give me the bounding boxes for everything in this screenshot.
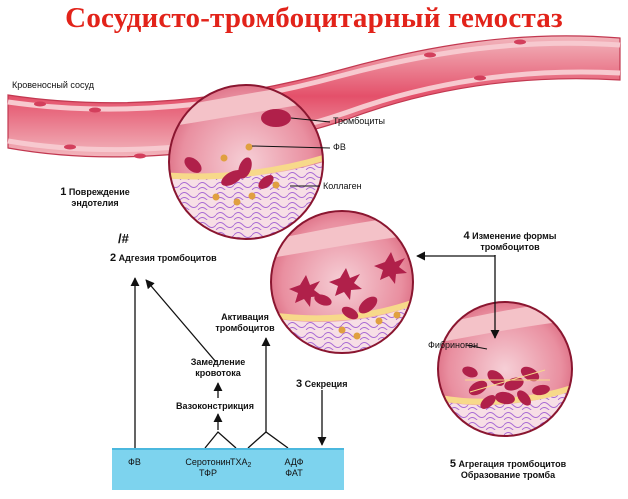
step5-line1: Агрегация тромбоцитов	[458, 459, 567, 469]
collagen-label: Коллаген	[323, 181, 362, 191]
slowdown-line2: кровотока	[195, 368, 241, 378]
bar-atp: ФАТ	[285, 468, 303, 478]
diagram-title: Сосудисто-тромбоцитарный гемостаз	[65, 2, 563, 34]
step5-line2: Образование тромба	[460, 470, 556, 480]
step3-label: 3 Секреция	[296, 379, 347, 390]
step1-number: 1	[60, 186, 67, 198]
bar-adp: АДФ	[284, 457, 304, 467]
fibrinogen-label: Фибриноген	[428, 340, 479, 350]
activation-label: Активация тромбоцитов	[205, 312, 285, 334]
step1-label: 1 Повреждение эндотелия	[40, 187, 150, 209]
step5-label: 5 Агрегация тромбоцитов Образование тром…	[438, 459, 578, 481]
platelets-label: Тромбоциты	[333, 116, 386, 126]
step2-label: 2 Адгезия тромбоцитов	[110, 253, 217, 264]
step2-number: 2	[110, 252, 117, 264]
vessel-label: Кровеносный сосуд	[12, 80, 94, 90]
step1-line1: Повреждение	[68, 187, 130, 197]
magnifier-step3	[270, 210, 414, 354]
step4-line2: тромбоцитов	[480, 242, 540, 252]
slowdown-line1: Замедление	[190, 357, 246, 367]
step1-line2: эндотелия	[71, 198, 119, 208]
activation-line1: Активация	[221, 312, 269, 322]
bar-adp-atp: АДФ ФАТ	[278, 457, 310, 479]
step4-line1: Изменение формы	[472, 231, 557, 241]
magnifier-step1	[168, 84, 324, 240]
bar-txa-sub: 2	[247, 462, 252, 469]
step3-number: 3	[296, 378, 303, 390]
bar-vwf: ФВ	[128, 457, 141, 467]
activation-line2: тромбоцитов	[215, 323, 275, 333]
blood-vessel	[7, 35, 621, 159]
vasoconstriction-label: Вазоконстрикция	[176, 401, 254, 411]
mediators-bar	[112, 448, 344, 490]
bar-tgf: ТФР	[198, 468, 218, 478]
step5-number: 5	[449, 458, 456, 470]
magnifier-step5	[437, 301, 573, 437]
label-pointers	[251, 117, 488, 350]
vwf-label: ФВ	[333, 142, 346, 152]
platelet-icon	[261, 109, 291, 127]
flow-arrows	[130, 251, 500, 449]
step3-line1: Секреция	[304, 379, 348, 389]
step4-number: 4	[463, 230, 470, 242]
mark-label: /#	[118, 231, 129, 246]
bar-serotonin: Серотонин	[185, 457, 231, 467]
slowdown-label: Замедление кровотока	[178, 357, 258, 379]
step2-line1: Адгезия тромбоцитов	[118, 253, 217, 263]
bar-txa: TXA	[230, 457, 248, 467]
bar-serotonin-tgf: Серотонин ТФР	[183, 457, 233, 479]
bar-txa2: TXA2	[230, 457, 251, 471]
step4-label: 4 Изменение формы тромбоцитов	[455, 231, 565, 253]
